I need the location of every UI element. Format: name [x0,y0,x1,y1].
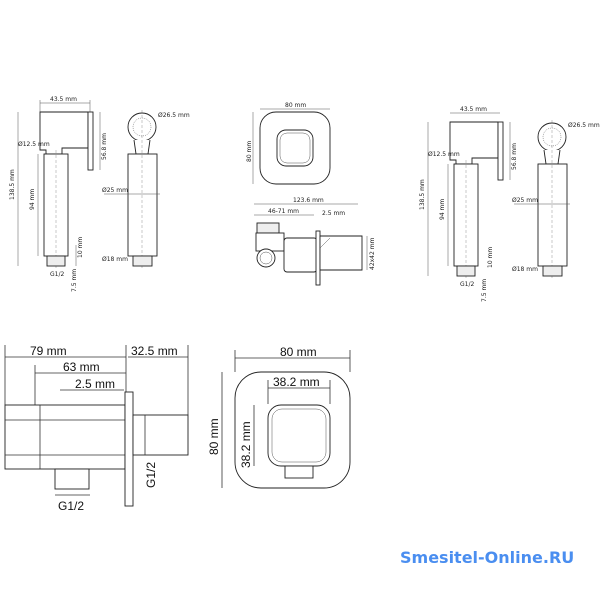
dim-depth: 63 mm [63,360,100,374]
dim-outer-length: 32.5 mm [131,344,178,358]
valve-side-view-large: 79 mm 32.5 mm 63 mm 2.5 mm G1/2 G1/2 [4,344,189,513]
dim-plate-width: 80 mm [280,345,317,359]
dim-width: 43.5 mm [460,106,487,113]
dim-total-length: 79 mm [30,344,67,358]
dim-thread: G1/2 [50,271,64,278]
dim-inner-height: 38.2 mm [239,421,253,468]
dim-bracket-height: 56.8 mm [511,143,518,170]
dim-inner-width: 38.2 mm [273,375,320,389]
dim-body-length: 94 mm [29,189,36,210]
dim-body-length: 94 mm [439,199,446,220]
dim-head-diameter: Ø26.5 mm [158,112,190,119]
dim-thread-vertical: G1/2 [144,462,158,488]
dim-section: 42x42 mm [369,237,376,270]
handheld-side-view-right: 43.5 mm 138.5 mm 94 mm 56.8 mm Ø12.5 mm … [419,106,518,302]
dim-connector-diameter: Ø18 mm [512,266,538,273]
watermark: Smesitel-Online.RU [400,548,574,567]
dim-head-diameter: Ø26.5 mm [568,122,600,129]
dim-plate-height: 80 mm [207,418,221,455]
wall-plate-small: 80 mm 80 mm [246,102,331,185]
dim-thread: G1/2 [460,281,474,288]
dim-thread-horizontal: G1/2 [58,499,84,513]
wall-plate-large: 80 mm 80 mm 38.2 mm 38.2 mm [207,345,351,489]
dim-thread-height: 10 mm [77,237,84,258]
dim-total-length: 123.6 mm [293,197,324,204]
dim-total-height: 138.5 mm [9,169,16,200]
dim-thread-length: 7.5 mm [71,269,78,292]
dim-total-height: 138.5 mm [419,179,426,210]
handheld-front-view-left: Ø26.5 mm Ø25 mm Ø18 mm [102,110,190,270]
dim-bracket-height: 56.8 mm [101,133,108,160]
dim-width: 43.5 mm [50,96,77,103]
dim-thread-height: 10 mm [487,247,494,268]
dim-plate-height: 80 mm [246,141,253,162]
dim-body-diameter: Ø25 mm [102,187,128,194]
dim-body-diameter: Ø25 mm [512,197,538,204]
dim-gap: 2.5 mm [322,210,345,217]
dim-nozzle: Ø12.5 mm [428,151,460,158]
handheld-side-view-left: 43.5 mm 138.5 mm 94 mm 56.8 mm Ø12.5 mm … [9,96,108,292]
dim-nozzle: Ø12.5 mm [18,141,50,148]
dim-connector-diameter: Ø18 mm [102,256,128,263]
dim-plate-width: 80 mm [285,102,306,109]
dim-depth: 46-71 mm [268,208,299,215]
valve-side-view-small: 123.6 mm 46-71 mm 2.5 mm 42x42 mm [254,197,376,286]
handheld-front-view-right: Ø26.5 mm Ø25 mm Ø18 mm [512,120,600,280]
dim-gap: 2.5 mm [75,377,115,391]
dim-thread-length: 7.5 mm [481,279,488,302]
